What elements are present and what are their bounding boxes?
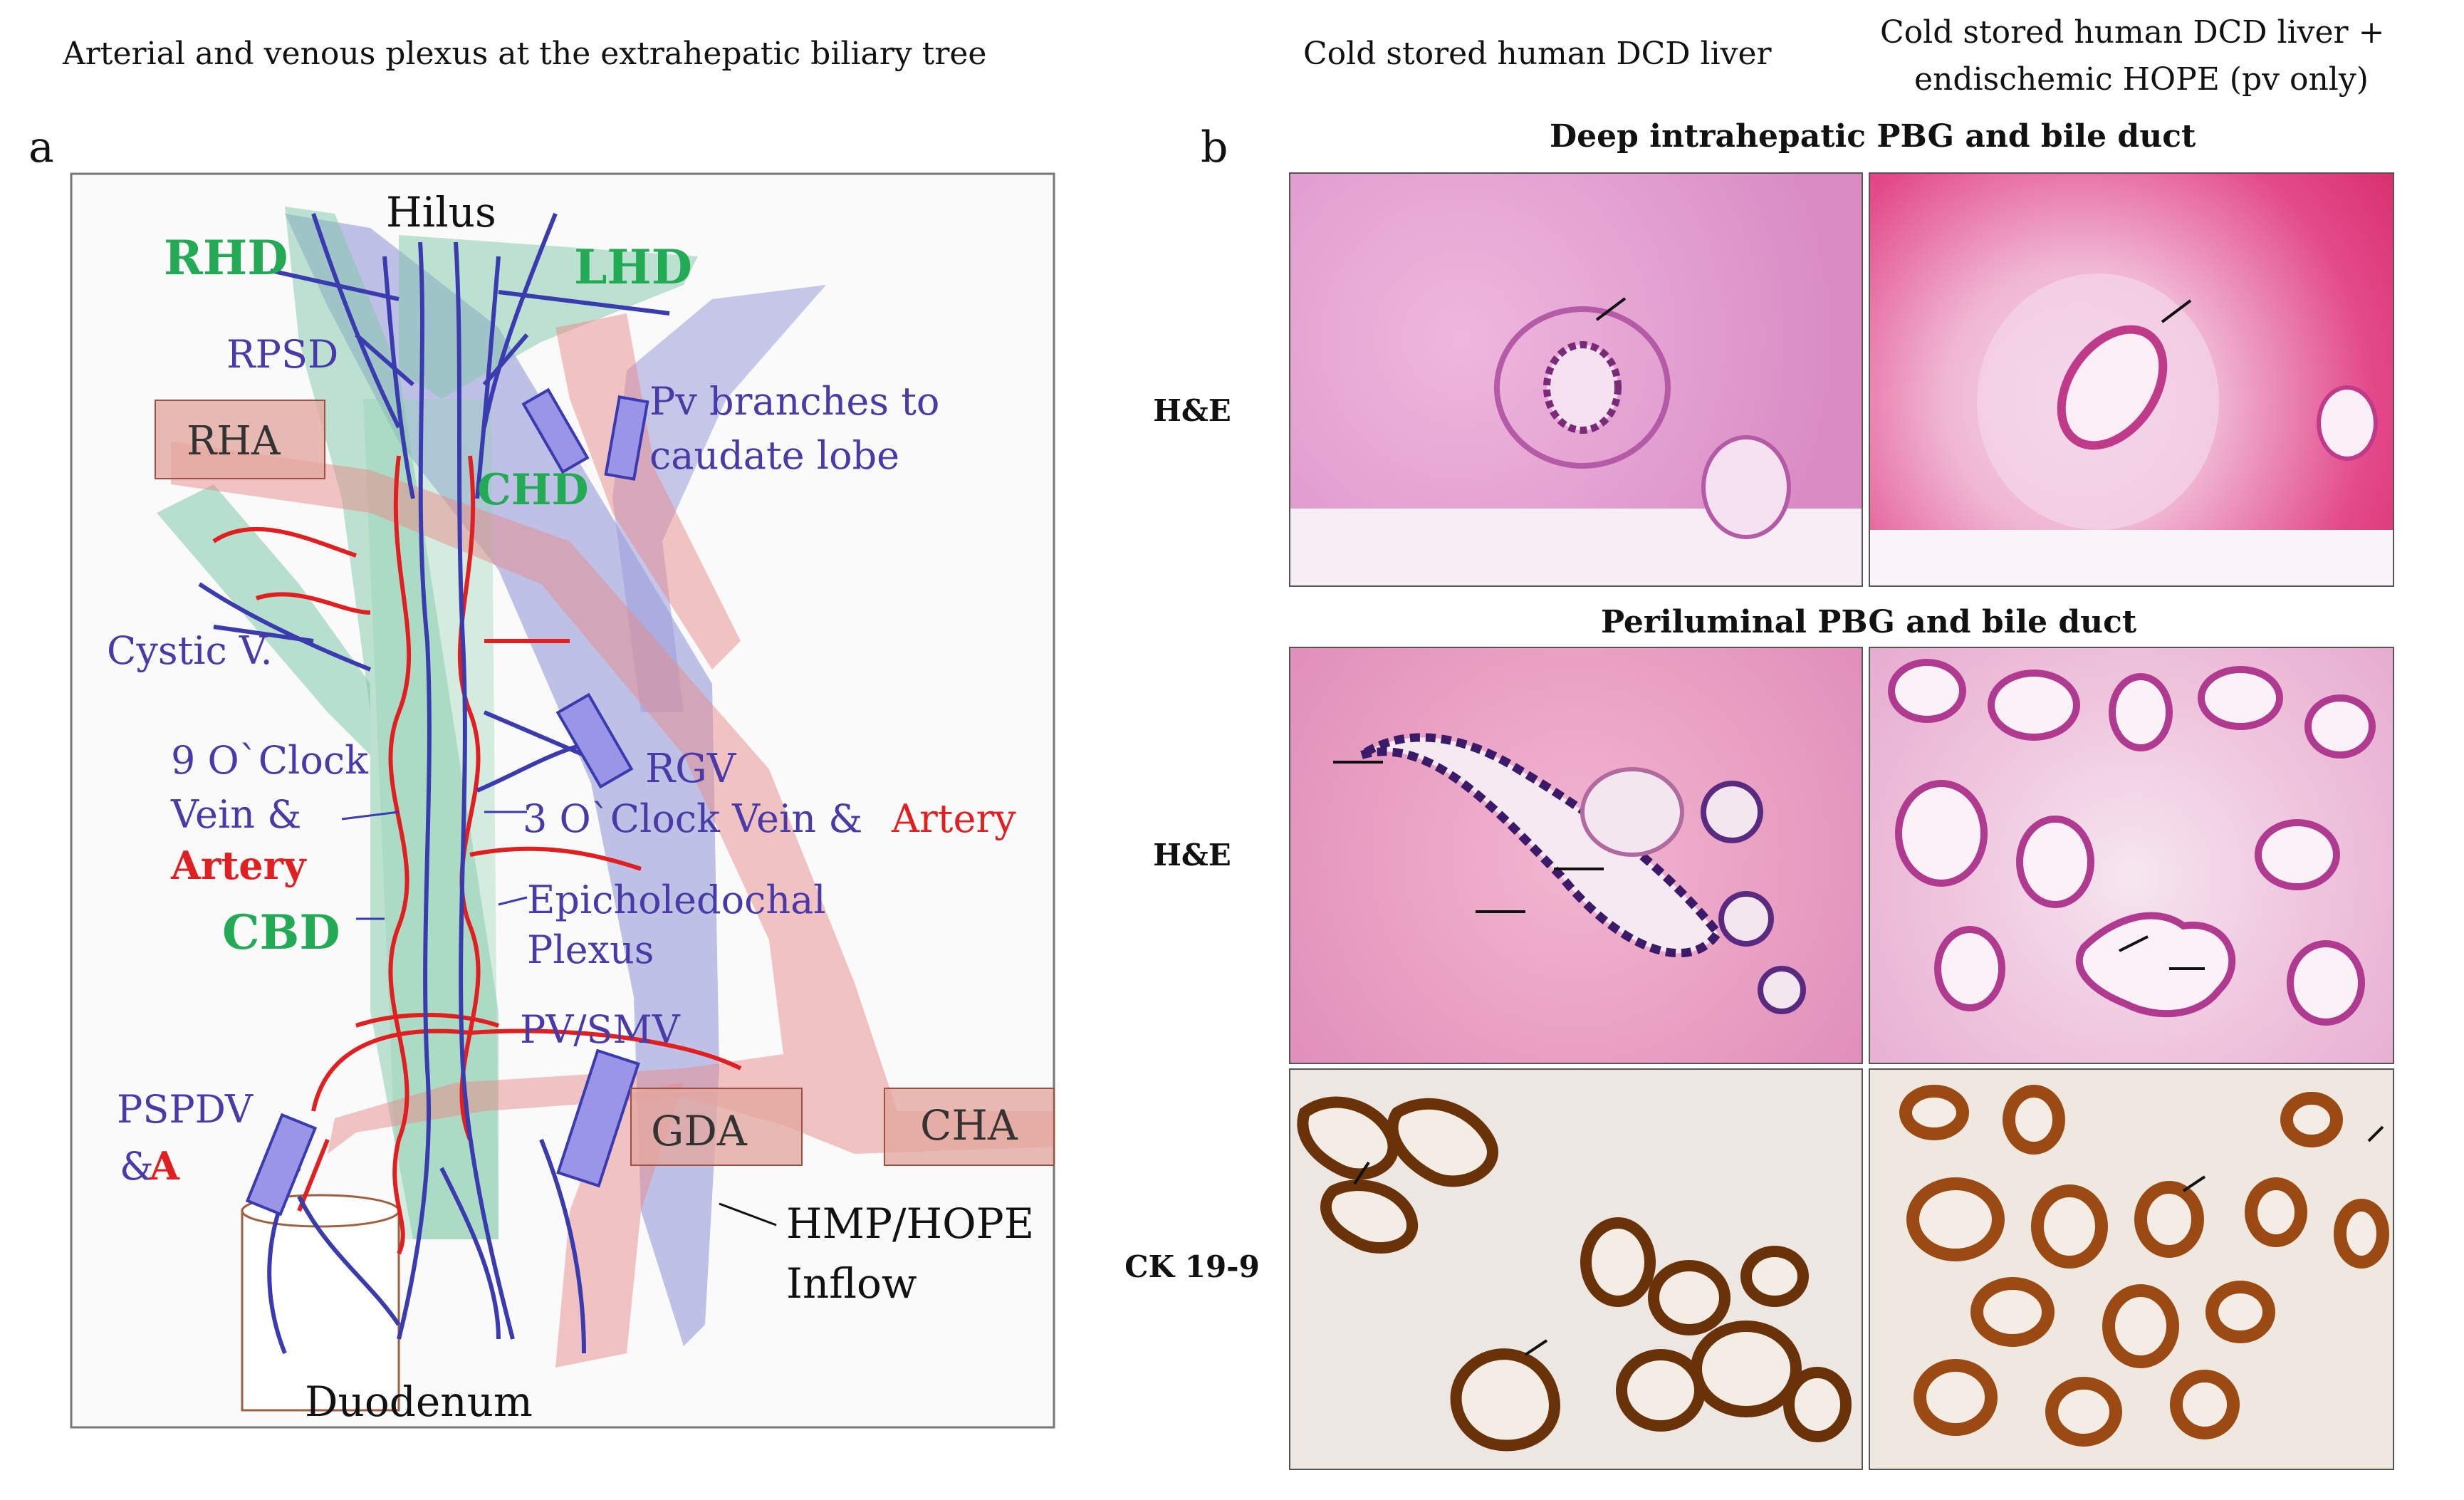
diagram-frame (70, 172, 1055, 1429)
gda-label: GDA (651, 1107, 748, 1155)
ck19-cold-image (1289, 1068, 1863, 1470)
lhd-duct-shape (399, 235, 698, 399)
he-peri-cold-image (1289, 647, 1863, 1064)
biliary-plexus-diagram: Hilus RHD LHD RPSD RHA Pv branches to ca… (70, 172, 1055, 1429)
col1-title: Cold stored human DCD liver (1303, 36, 1772, 72)
cha-label: CHA (920, 1101, 1018, 1150)
he-deep-cold-image (1289, 172, 1863, 587)
row2-label: H&E (1153, 838, 1231, 873)
gda-box (630, 1088, 803, 1166)
rhd-label: RHD (164, 230, 288, 286)
vein-plexus (198, 212, 670, 1355)
pspdv-label-3: A (149, 1143, 180, 1189)
section2-title: Periluminal PBG and bile duct (1601, 604, 2137, 640)
rgv-label: RGV (645, 746, 737, 792)
ck19-hope-image (1869, 1068, 2394, 1470)
nine-oclock-label-2: Vein & (170, 792, 301, 837)
cbd-label: CBD (222, 905, 340, 960)
panel-b-letter: b (1201, 123, 1228, 172)
pspdv-label-2: & (120, 1144, 154, 1189)
three-oclock-artery-label: Artery (891, 796, 1016, 841)
he-peri-hope-image (1869, 647, 2394, 1064)
hepatic-artery-shape (171, 442, 1054, 1154)
duodenum-label: Duodenum (305, 1377, 533, 1426)
portal-vein-shape (285, 214, 719, 1346)
cystic-v-label: Cystic V. (107, 628, 273, 673)
pv-branches-label-1: Pv branches to (649, 379, 939, 424)
panel-a-letter: a (28, 123, 54, 172)
pv-smv-label: PV/SMV (520, 1007, 681, 1052)
pv-branch-artery-shape (555, 313, 741, 670)
row1-label: H&E (1153, 393, 1231, 428)
epicholedochal-label-1: Epicholedochal (527, 877, 826, 922)
col2-title-line1: Cold stored human DCD liver + (1880, 14, 2385, 51)
rpsd-label: RPSD (226, 332, 338, 377)
he-deep-hope-image (1869, 172, 2394, 587)
chd-label: CHD (477, 465, 588, 515)
rha-label: RHA (187, 418, 281, 464)
section1-title: Deep intrahepatic PBG and bile duct (1550, 118, 2196, 155)
hmp-hope-label-2: Inflow (786, 1259, 917, 1308)
cha-box (884, 1088, 1055, 1166)
vein-cylinders (245, 387, 649, 1217)
lhd-label: LHD (574, 239, 692, 295)
epicholedochal-label-2: Plexus (527, 927, 654, 972)
pv-branch-shape (612, 285, 826, 712)
nine-oclock-label-1: 9 O`Clock (171, 738, 369, 783)
rha-box (155, 400, 325, 479)
hmp-hope-label-1: HMP/HOPE (786, 1199, 1034, 1248)
pv-branches-label-2: caudate lobe (649, 433, 899, 478)
nine-oclock-label-3: Artery (170, 843, 307, 888)
panel-a-title: Arterial and venous plexus at the extrah… (63, 36, 987, 72)
three-oclock-label: 3 O`Clock Vein & (523, 796, 862, 841)
row3-label: CK 19-9 (1124, 1249, 1260, 1284)
hilus-label: Hilus (386, 188, 496, 236)
col2-title-line2: endischemic HOPE (pv only) (1914, 61, 2369, 98)
pspdv-label-1: PSPDV (117, 1087, 254, 1132)
rhd-duct-shape (285, 207, 498, 1239)
annotation-arrows (341, 811, 777, 1226)
